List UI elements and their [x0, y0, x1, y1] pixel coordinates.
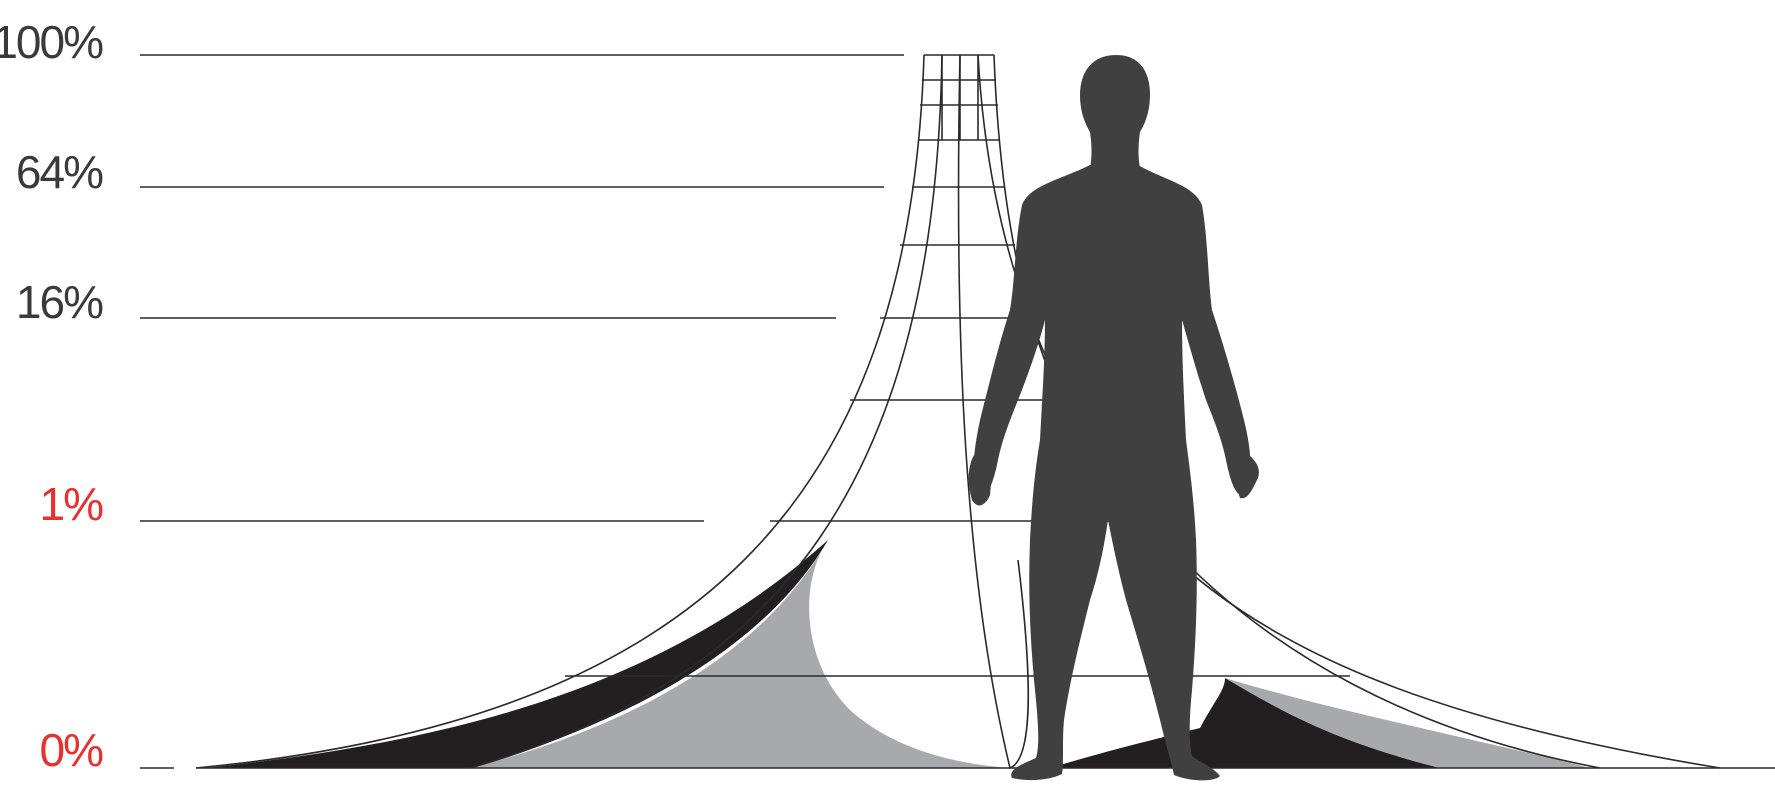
- label-1-percent: 1%: [40, 478, 104, 530]
- label-100-percent: 100%: [0, 16, 103, 68]
- label-64-percent: 64%: [16, 146, 103, 198]
- human-silhouette-icon: [969, 55, 1259, 780]
- funnel-curves: [196, 55, 1720, 768]
- attenuation-bands: [205, 540, 1590, 768]
- label-16-percent: 16%: [16, 276, 103, 328]
- label-0-percent: 0%: [40, 724, 104, 776]
